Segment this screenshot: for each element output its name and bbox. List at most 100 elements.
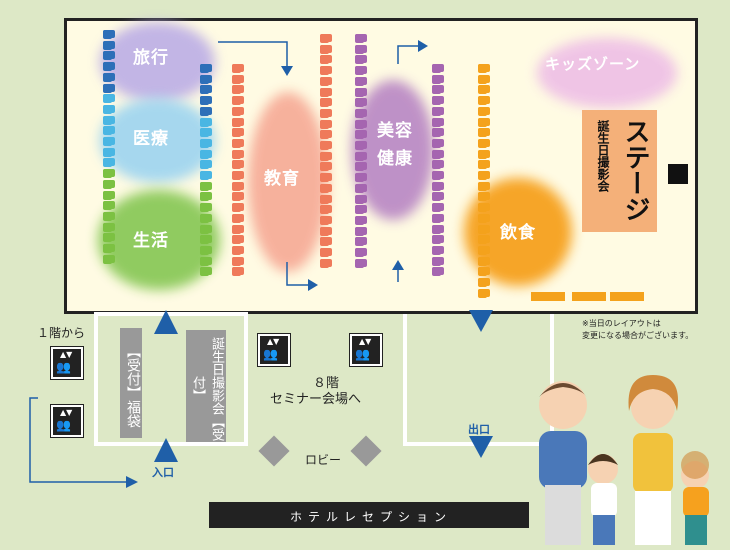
booth-chair: [432, 138, 444, 148]
booth-chair: [200, 192, 212, 202]
booth-chair: [355, 141, 367, 150]
booth-chair: [355, 258, 367, 268]
booth-chair: [200, 224, 212, 234]
booth-chair: [320, 108, 332, 118]
zone-life-blob: [98, 190, 220, 290]
booth-chair: [478, 278, 490, 287]
booth-chair: [478, 181, 490, 191]
booth-chair: [478, 128, 490, 138]
booth-chair: [478, 171, 490, 180]
booth-chair: [232, 74, 244, 84]
booth-chair: [200, 256, 212, 266]
booth-chair: [200, 64, 212, 73]
reception-bag-label: 【受付】福袋: [120, 328, 142, 438]
booth-chair: [103, 222, 115, 232]
booth-chair: [232, 245, 244, 255]
zone-education-blob: [248, 92, 328, 272]
table-icon: [258, 435, 382, 467]
zone-travel-label: 旅行: [133, 48, 169, 68]
seminar-label: セミナー会場へ: [270, 392, 362, 407]
stage-speaker: [668, 164, 688, 184]
booth-chair: [103, 104, 115, 114]
booth-chair: [320, 248, 332, 257]
family-illustration: [539, 375, 709, 545]
booth-chair: [355, 173, 367, 183]
hotel-reception-bar: [209, 502, 529, 528]
zone-education-label: 教育: [264, 169, 300, 189]
zone-medical-blob: [100, 98, 215, 183]
elevator-icon-1: ▲▼👥: [51, 347, 83, 379]
booth-chair: [200, 245, 212, 255]
booth-chair: [103, 94, 115, 104]
booth-chair: [200, 267, 212, 277]
from-first-floor-label: １階から: [37, 326, 86, 340]
zone-kids-blob: [537, 38, 677, 108]
food-booth-1: [531, 292, 565, 301]
booth-chair: [200, 149, 212, 159]
booth-chair: [355, 66, 367, 76]
booth-chair: [200, 181, 212, 191]
booth-chair: [355, 183, 367, 193]
booth-chair: [200, 235, 212, 245]
booth-chair: [103, 83, 115, 93]
booth-chair: [103, 62, 115, 72]
booth-chair: [232, 160, 244, 170]
booth-chair: [478, 224, 490, 234]
booth-chair: [320, 87, 332, 97]
booth-chair: [432, 149, 444, 159]
lobby-label: ロビー: [305, 453, 342, 467]
booth-chair: [320, 130, 332, 140]
booth-chair: [355, 162, 367, 172]
booth-chair: [103, 233, 115, 243]
booth-chair: [432, 64, 444, 73]
booth-chair: [103, 254, 115, 264]
booth-chair: [103, 40, 115, 50]
zone-life-label: 生活: [133, 231, 169, 251]
zone-travel-blob: [100, 22, 215, 102]
layout-note-line2: 変更になる場合がございます。: [582, 331, 694, 340]
booth-chair: [432, 181, 444, 191]
booth-chair: [320, 183, 332, 193]
booth-chair: [103, 244, 115, 253]
booth-chair: [103, 72, 115, 82]
booth-chair: [103, 201, 115, 211]
booth-chair: [200, 128, 212, 138]
booth-chair: [232, 256, 244, 266]
booth-chair: [103, 190, 115, 200]
hotel-reception-label: ホテルレセプション: [290, 510, 453, 524]
booth-chair: [103, 211, 115, 221]
booth-chair: [355, 194, 367, 204]
booth-chair: [200, 85, 212, 95]
food-booth-3: [610, 292, 644, 301]
booth-chair: [355, 237, 367, 247]
booth-chair: [232, 106, 244, 116]
booth-chair: [355, 130, 367, 140]
booth-chair: [478, 106, 490, 116]
booth-chair: [478, 192, 490, 202]
stage-label: ステージ: [620, 118, 650, 222]
booth-chair: [200, 171, 212, 180]
booth-chair: [232, 96, 244, 106]
booth-chair: [432, 96, 444, 106]
zone-beauty-label: 美容: [377, 121, 413, 141]
booth-chair: [478, 64, 490, 73]
booth-chair: [232, 192, 244, 202]
booth-chair: [478, 203, 490, 213]
booth-chair: [103, 179, 115, 189]
booth-chair: [232, 128, 244, 138]
booth-chair: [320, 66, 332, 76]
booth-chair: [355, 44, 367, 54]
booth-chair: [232, 224, 244, 234]
booth-chair: [432, 203, 444, 213]
booth-chair: [232, 235, 244, 245]
birthday-photo-label: 誕生日撮影会: [596, 120, 610, 192]
entrance-label: 入口: [152, 466, 174, 479]
elevator-icon-4: ▲▼👥: [350, 334, 382, 366]
stage: [582, 110, 657, 232]
booth-chair: [478, 160, 490, 170]
booth-chair: [320, 258, 332, 268]
booth-chair: [478, 256, 490, 266]
booth-chair: [200, 203, 212, 213]
booth-chair: [432, 224, 444, 234]
